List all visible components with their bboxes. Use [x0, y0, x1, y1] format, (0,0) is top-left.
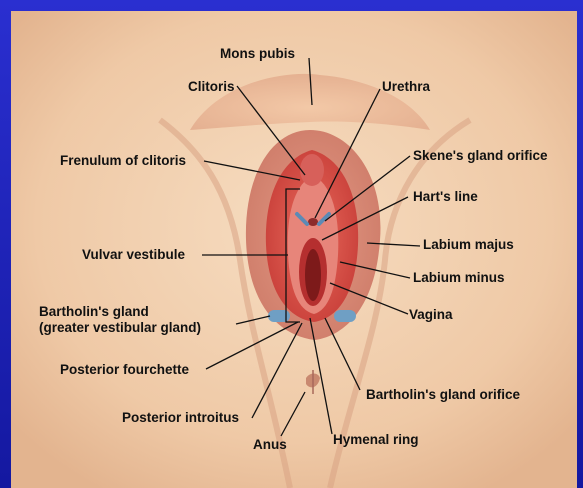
label-anus: Anus	[253, 437, 287, 453]
label-harts-line: Hart's line	[413, 189, 478, 205]
label-clitoris: Clitoris	[188, 79, 235, 95]
clitoris-shape	[300, 154, 324, 186]
label-bartholins-gland: Bartholin's gland	[39, 304, 149, 320]
label-urethra: Urethra	[382, 79, 430, 95]
bartholins-gland-right	[334, 310, 356, 322]
label-greater-vestibular-gland: (greater vestibular gland)	[39, 320, 201, 336]
urethra-shape	[308, 218, 318, 226]
label-vulvar-vestibule: Vulvar vestibule	[82, 247, 185, 263]
label-vagina: Vagina	[409, 307, 453, 323]
label-labium-majus: Labium majus	[423, 237, 514, 253]
bartholins-gland-left	[268, 310, 290, 322]
label-frenulum-of-clitoris: Frenulum of clitoris	[60, 153, 186, 169]
label-bartholins-gland-orifice: Bartholin's gland orifice	[366, 387, 520, 403]
label-posterior-fourchette: Posterior fourchette	[60, 362, 189, 378]
label-skenes-gland-orifice: Skene's gland orifice	[413, 148, 548, 164]
label-hymenal-ring: Hymenal ring	[333, 432, 419, 448]
label-mons-pubis: Mons pubis	[220, 46, 295, 62]
illustration-panel: Mons pubis Clitoris Urethra Frenulum of …	[11, 11, 577, 488]
label-labium-minus: Labium minus	[413, 270, 505, 286]
label-posterior-introitus: Posterior introitus	[122, 410, 239, 426]
